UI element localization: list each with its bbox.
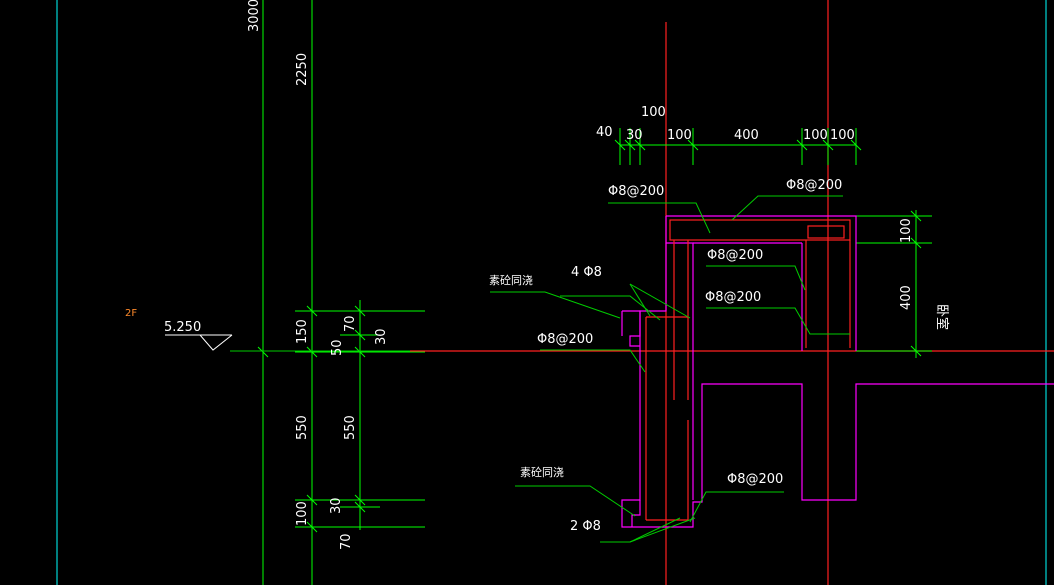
- callout-inner-rebar-1: Φ8@200: [707, 248, 763, 263]
- mid-dim-30-bottom: 30: [329, 497, 344, 514]
- floor-label: 2F: [125, 308, 137, 319]
- callout-side-rebar: Φ8@200: [537, 332, 593, 347]
- concrete-outline: [621, 215, 1054, 528]
- mid-dim-30-top: 30: [374, 328, 389, 345]
- top-dim-100b: 100: [803, 128, 828, 143]
- left-dim-550: 550: [295, 415, 310, 440]
- left-dim-ticks: [257, 305, 425, 533]
- top-dim-400: 400: [734, 128, 759, 143]
- right-dim-100: 100: [899, 218, 914, 243]
- elevation-value: 5.250: [164, 320, 201, 335]
- left-dim-100: 100: [295, 501, 310, 526]
- left-dim-upper: 2250: [295, 53, 310, 86]
- top-dim-100a: 100: [667, 128, 692, 143]
- callout-main-bars-top: 4 Φ8: [571, 265, 602, 280]
- right-dim-chain: [856, 210, 932, 358]
- callout-plain-concrete-top: 素砼同浇: [489, 274, 533, 287]
- left-dim-total: 3000: [247, 0, 262, 32]
- left-dim-150: 150: [295, 319, 310, 344]
- mid-dim-550: 550: [343, 415, 358, 440]
- mid-dim-50: 50: [330, 339, 345, 356]
- mid-dim-70-top: 70: [343, 315, 358, 332]
- elevation-marker: [165, 334, 233, 351]
- top-dim-100c: 100: [830, 128, 855, 143]
- mid-dim-70-bottom: 70: [339, 533, 354, 550]
- top-dim-30: 30: [626, 128, 643, 143]
- top-dim-chain: [614, 128, 862, 165]
- room-label: 卧室: [934, 304, 950, 330]
- top-dim-40: 40: [596, 125, 613, 140]
- callout-top-right-rebar: Φ8@200: [786, 178, 842, 193]
- callout-inner-rebar-2: Φ8@200: [705, 290, 761, 305]
- rebar-lines: [645, 219, 851, 521]
- callout-main-bars-bottom: 2 Φ8: [570, 519, 601, 534]
- callout-bottom-rebar: Φ8@200: [727, 472, 783, 487]
- callout-plain-concrete-bottom: 素砼同浇: [520, 466, 564, 479]
- right-dim-400: 400: [899, 285, 914, 310]
- leader-lines: [490, 195, 850, 543]
- top-dim-overall: 100: [641, 105, 666, 120]
- callout-top-left-rebar: Φ8@200: [608, 184, 664, 199]
